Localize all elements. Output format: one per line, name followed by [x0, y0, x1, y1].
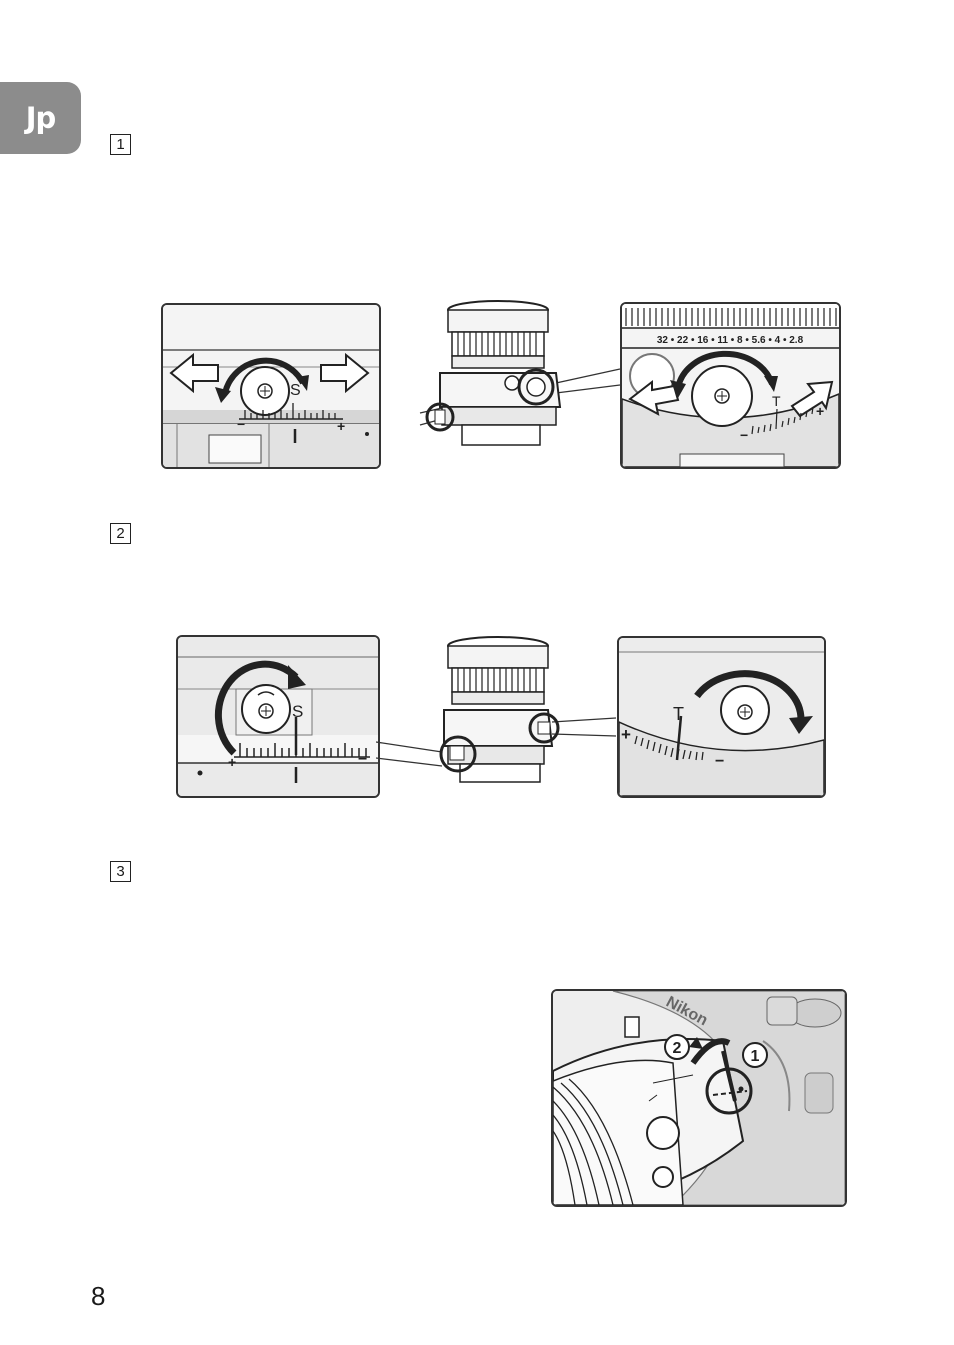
fig2-right-scale-t-mark: T — [673, 704, 684, 724]
fig1-right-scale-plus: + — [816, 403, 824, 419]
fig1-tilt-knob-panel: 32 • 22 • 16 • 11 • 8 • 5.6 • 4 • 2.8 T … — [620, 302, 841, 469]
fig1-shift-knob-panel: S − + — [161, 303, 381, 469]
fig1-right-scale-minus: − — [740, 427, 748, 443]
step-number-3: 3 — [110, 861, 131, 882]
fig1-tilt-knob-illustration: 32 • 22 • 16 • 11 • 8 • 5.6 • 4 • 2.8 T … — [622, 304, 839, 467]
language-tab: Jp — [0, 82, 81, 154]
fig2-lens-illustration — [376, 636, 617, 783]
fig1-lens-illustration — [419, 300, 621, 446]
fig2-tilt-lock-panel: T + − — [617, 636, 826, 798]
fig2-shift-lock-panel: S + − — [176, 635, 380, 798]
fig1-right-scale-t-mark: T — [772, 393, 781, 409]
fig3-callout-1: 1 — [751, 1048, 760, 1065]
step-number-2: 2 — [110, 523, 131, 544]
fig2-tilt-lock-illustration: T + − — [619, 638, 824, 796]
fig3-mounting-illustration: Nikon 2 1 — [553, 991, 845, 1205]
fig3-mounting-panel: Nikon 2 1 — [551, 989, 847, 1207]
fig3-callout-2: 2 — [673, 1040, 682, 1057]
fig1-left-scale-minus: − — [237, 416, 245, 432]
fig1-shift-knob-illustration: S − + — [163, 305, 379, 467]
fig1-aperture-scale: 32 • 22 • 16 • 11 • 8 • 5.6 • 4 • 2.8 — [657, 335, 804, 346]
fig2-right-scale-minus: − — [715, 753, 724, 770]
fig2-right-scale-plus: + — [621, 725, 631, 744]
fig1-left-scale-s-mark: S — [290, 382, 301, 399]
fig2-left-scale-minus: − — [358, 751, 367, 768]
fig2-shift-lock-illustration: S + − — [178, 637, 378, 796]
page-number: 8 — [91, 1281, 106, 1311]
fig2-left-scale-s-mark: S — [292, 702, 303, 721]
fig2-left-scale-plus: + — [228, 754, 236, 770]
step-number-1: 1 — [110, 134, 131, 155]
fig1-left-scale-plus: + — [337, 418, 345, 434]
